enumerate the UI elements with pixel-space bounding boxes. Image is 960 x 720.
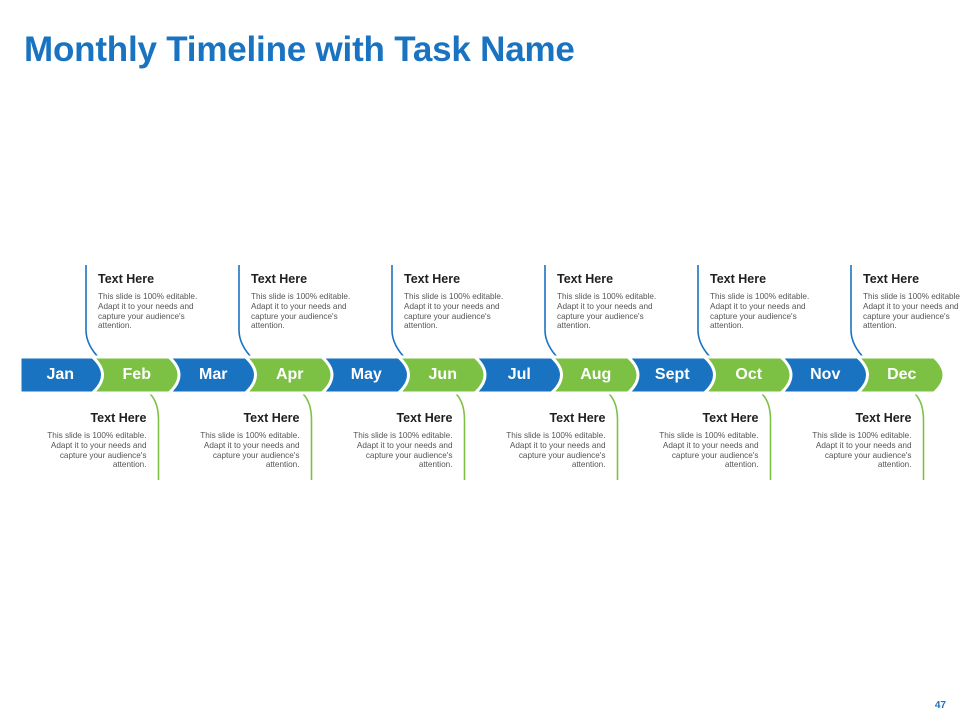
bottom-connector-line [911, 390, 925, 480]
month-label-apr: Apr [275, 366, 304, 383]
month-label-oct: Oct [735, 366, 763, 383]
month-label-jun: Jun [428, 366, 457, 383]
task-heading: Text Here [251, 272, 308, 286]
month-label-aug: Aug [580, 366, 612, 383]
month-label-may: May [350, 366, 382, 383]
month-label-mar: Mar [199, 366, 228, 383]
month-label-jul: Jul [507, 366, 531, 383]
bottom-connector-line [146, 390, 160, 480]
bottom-connector-line [758, 390, 772, 480]
task-description: This slide is 100% editable. Adapt it to… [353, 431, 453, 470]
month-label-jan: Jan [46, 366, 75, 383]
task-description: This slide is 100% editable. Adapt it to… [659, 431, 759, 470]
task-heading: Text Here [863, 272, 920, 286]
month-segment-jan [18, 355, 104, 395]
task-heading: Text Here [404, 272, 461, 286]
task-heading: Text Here [702, 411, 759, 425]
bottom-connector-line [452, 390, 466, 480]
task-description: This slide is 100% editable. Adapt it to… [557, 292, 657, 331]
month-label-dec: Dec [887, 366, 917, 383]
task-heading: Text Here [710, 272, 767, 286]
slide-title: Monthly Timeline with Task Name [24, 30, 575, 69]
task-description: This slide is 100% editable. Adapt it to… [863, 292, 960, 331]
page-number: 47 [934, 700, 946, 711]
task-heading: Text Here [98, 272, 155, 286]
task-description: This slide is 100% editable. Adapt it to… [506, 431, 606, 470]
bottom-connector-line [605, 390, 619, 480]
task-heading: Text Here [855, 411, 912, 425]
task-description: This slide is 100% editable. Adapt it to… [404, 292, 504, 331]
task-description: This slide is 100% editable. Adapt it to… [47, 431, 147, 470]
task-heading: Text Here [396, 411, 453, 425]
task-heading: Text Here [243, 411, 300, 425]
task-description: This slide is 100% editable. Adapt it to… [710, 292, 810, 331]
month-label-feb: Feb [122, 366, 151, 383]
task-description: This slide is 100% editable. Adapt it to… [251, 292, 351, 331]
task-heading: Text Here [549, 411, 606, 425]
bottom-connector-line [299, 390, 313, 480]
task-description: This slide is 100% editable. Adapt it to… [98, 292, 198, 331]
task-description: This slide is 100% editable. Adapt it to… [812, 431, 912, 470]
month-label-sept: Sept [654, 366, 690, 383]
task-heading: Text Here [557, 272, 614, 286]
month-label-nov: Nov [810, 366, 841, 383]
task-heading: Text Here [90, 411, 147, 425]
task-description: This slide is 100% editable. Adapt it to… [200, 431, 300, 470]
